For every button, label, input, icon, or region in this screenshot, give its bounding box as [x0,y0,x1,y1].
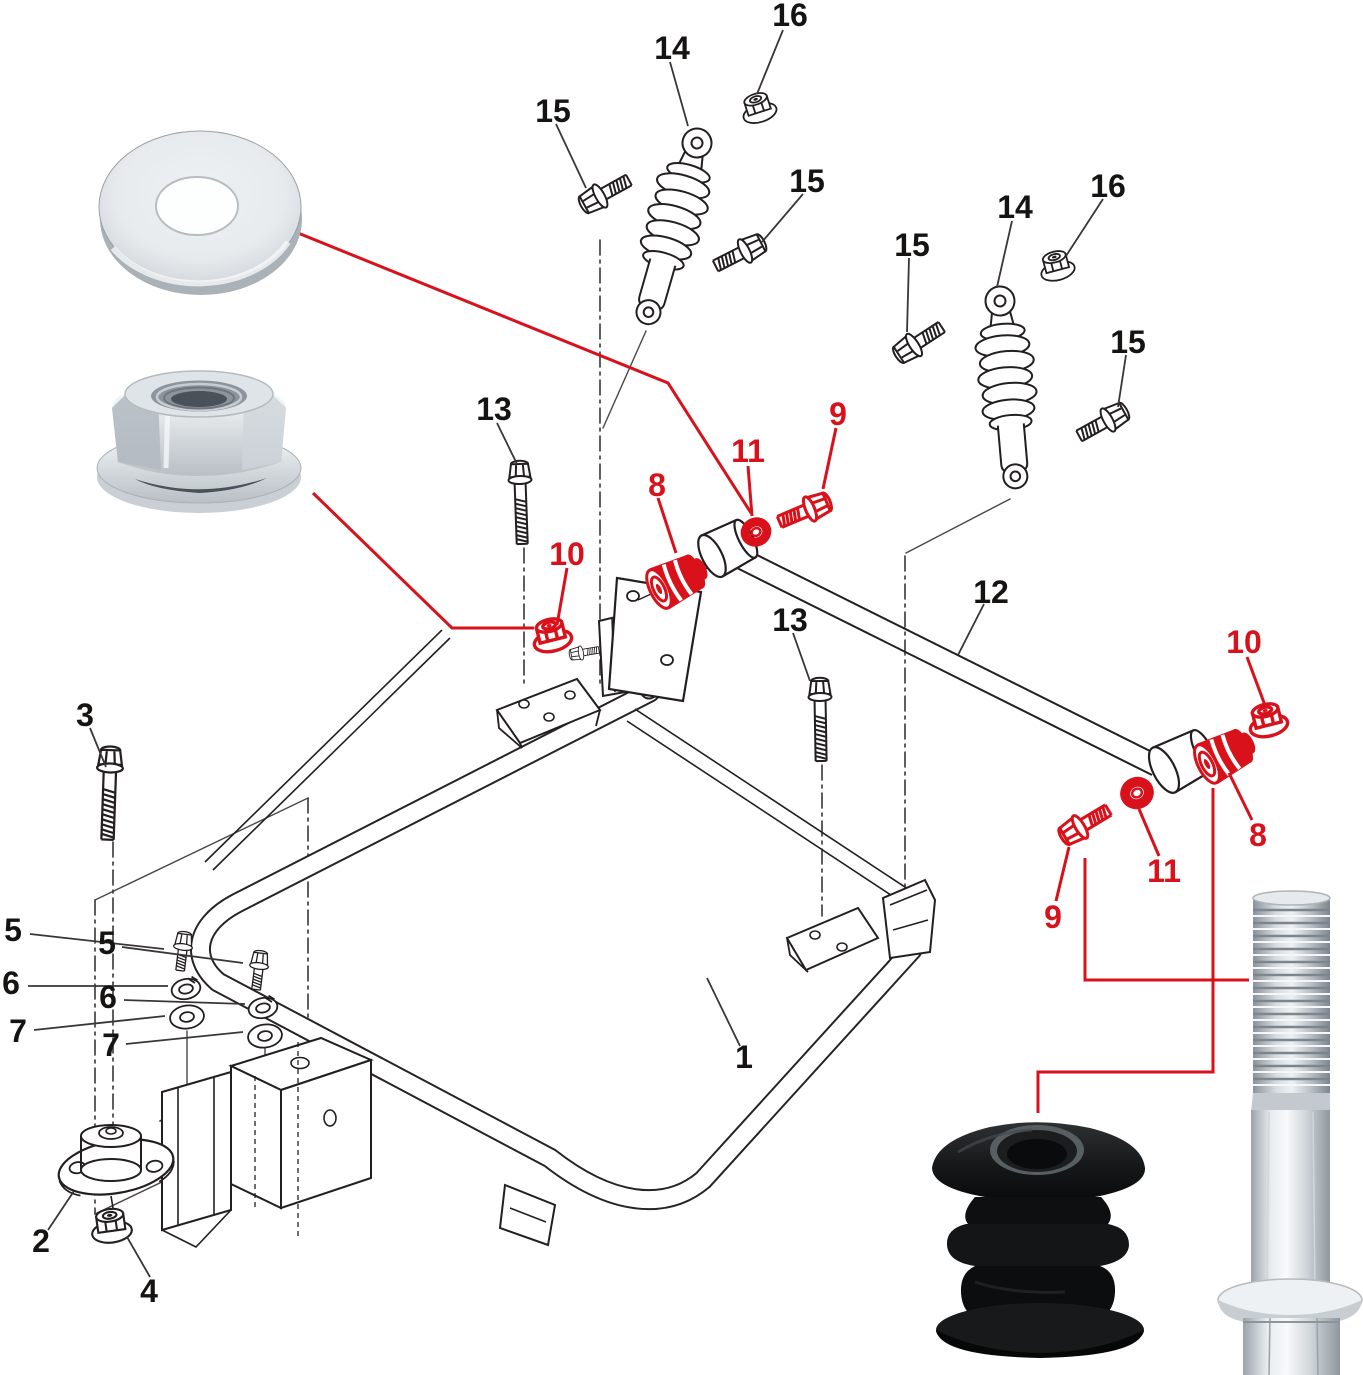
frame-bracket-box [161,1036,374,1248]
callout-13: 13 [476,391,512,427]
red-bolt-right [1054,798,1116,850]
callout-9: 9 [829,396,847,432]
callout-15: 15 [1110,324,1146,360]
red-nut-right [1244,699,1291,741]
right-shock-bracket [785,906,880,973]
left-shock-bracket [495,677,602,749]
callout-3: 3 [76,697,94,733]
leader-lines [28,29,1127,1278]
callout-7: 7 [102,1027,120,1063]
red-washer-left [740,517,772,547]
red-washer-right [1120,776,1154,810]
rubber-bushing-photo [932,1122,1146,1358]
callout-6: 6 [99,979,117,1015]
red-nut-left [528,614,575,656]
callout-10: 10 [1226,624,1262,660]
motor-mount [57,1124,175,1246]
shock-absorber-left [617,120,729,333]
callout-15: 15 [894,227,930,263]
callout-10: 10 [549,536,585,572]
callout-8: 8 [648,467,666,503]
callout-13: 13 [772,602,808,638]
callout-8: 8 [1249,817,1267,853]
callout-5: 5 [98,925,116,961]
callout-11: 11 [1147,853,1181,889]
callout-15: 15 [535,93,571,129]
red-bolt-left [774,488,836,535]
pivot-assembly [567,551,743,703]
callout-7: 7 [9,1013,27,1049]
callout-9: 9 [1044,899,1062,935]
callout-16: 16 [772,0,808,33]
callout-16: 16 [1090,168,1126,204]
flange-bolt-photo [1217,890,1363,1375]
callout-14: 14 [654,30,690,66]
callout-2: 2 [32,1223,50,1259]
callout-1: 1 [735,1039,753,1075]
shock-absorber-right [969,283,1046,492]
callout-12: 12 [973,574,1009,610]
flat-washer-photo [98,130,302,295]
red-lines [297,231,1268,1113]
lateral-rod [697,518,1217,794]
callout-6: 6 [2,965,20,1001]
callout-15: 15 [789,163,825,199]
callout-11: 11 [731,433,765,469]
callout-5: 5 [4,912,22,948]
callout-4: 4 [140,1273,158,1309]
flange-nut-photo [96,370,302,513]
callout-14: 14 [997,189,1033,225]
